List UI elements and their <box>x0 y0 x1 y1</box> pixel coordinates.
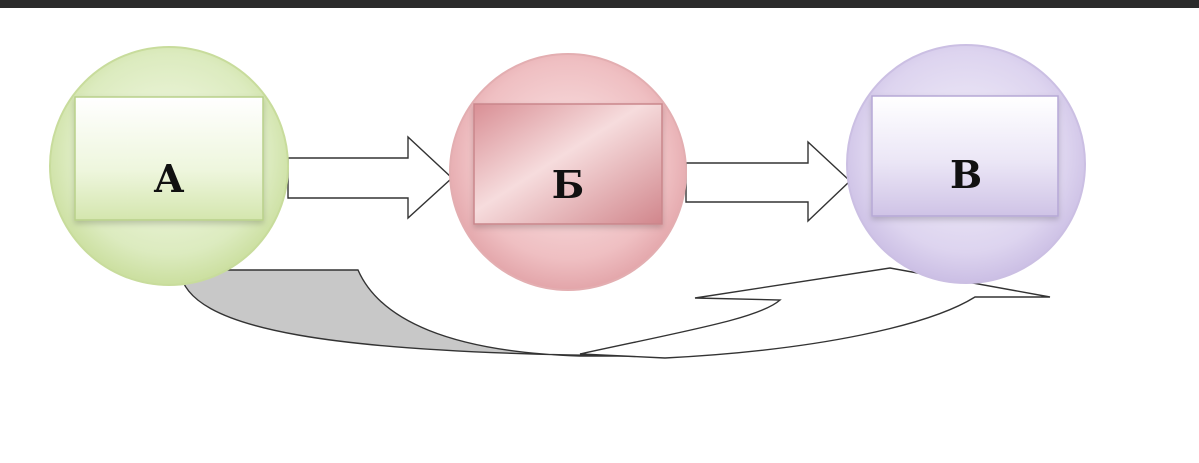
node-b-box <box>473 103 663 225</box>
node-a-box <box>74 96 264 221</box>
arrow-b-to-c <box>685 140 852 223</box>
node-c-label: В <box>950 152 982 197</box>
curved-arrow-forward <box>579 267 1051 359</box>
node-b-label: Б <box>552 162 584 207</box>
window-top-bar <box>0 0 1199 8</box>
node-a-label: А <box>154 156 185 201</box>
node-b: Б <box>449 53 687 291</box>
node-c-box <box>871 95 1059 217</box>
node-c: В <box>846 44 1086 284</box>
node-a: А <box>49 46 289 286</box>
arrow-a-to-b <box>287 135 454 220</box>
